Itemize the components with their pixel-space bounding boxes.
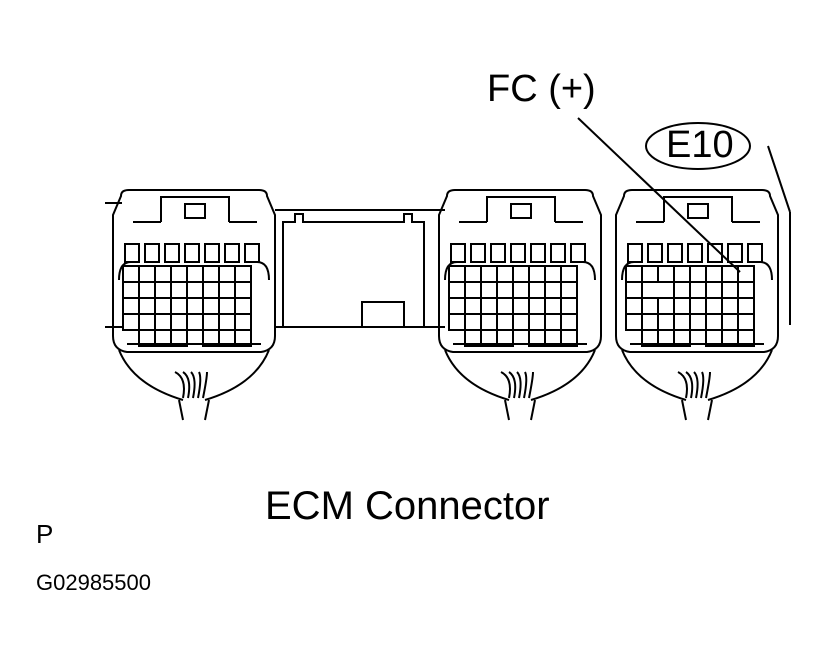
connector-plate <box>105 145 791 328</box>
fc-leader-line <box>577 117 741 273</box>
figure-code: G02985500 <box>36 570 151 595</box>
diagram-title: ECM Connector <box>265 484 550 528</box>
connector-housing-right <box>615 189 779 421</box>
e10-callout-oval <box>645 122 751 170</box>
fc-pin-label: FC (+) <box>487 68 596 110</box>
connector-housing-left <box>112 189 276 421</box>
connector-housing-middle <box>438 189 602 421</box>
corner-letter: P <box>36 519 54 549</box>
connector-code-label: E10 <box>666 124 734 166</box>
